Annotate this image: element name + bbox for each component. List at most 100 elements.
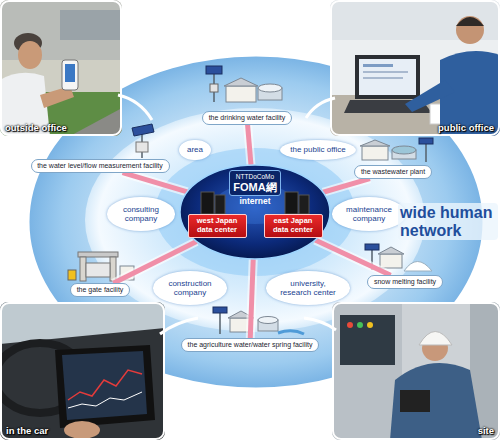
spoke-glow <box>250 259 253 338</box>
arm <box>405 80 455 112</box>
uniform <box>390 363 482 440</box>
partner-oval: university, research center <box>266 271 350 305</box>
node-text: the public office <box>290 145 345 154</box>
node-text: the agriculture water/water spring facil… <box>188 341 313 349</box>
gate-pillar <box>80 257 86 281</box>
data-center-box: east Japan data center <box>264 214 323 237</box>
screen-line <box>363 77 403 79</box>
gate-panel <box>86 263 110 277</box>
indicator <box>367 322 373 328</box>
hair <box>456 17 484 26</box>
network-spoke <box>250 259 253 338</box>
text-group: west Japan data center <box>192 217 242 234</box>
node-text: the drinking water facility <box>209 114 286 122</box>
building <box>380 254 402 268</box>
text-group: consulting company <box>118 205 164 223</box>
device-screen <box>65 64 75 82</box>
network-name: FOMA網 <box>233 181 276 193</box>
spoke-glow <box>248 125 251 165</box>
facility-label: snow melting facility <box>367 275 442 288</box>
spoke-glow <box>315 240 390 275</box>
sensor-box <box>136 142 148 152</box>
building-wall <box>0 0 122 60</box>
photo-caption: public office <box>438 122 494 133</box>
core-ellipse <box>180 165 330 259</box>
helmet <box>419 332 452 346</box>
solar-panel <box>132 124 154 136</box>
text-group: east Japan data center <box>268 217 318 234</box>
control-box <box>210 84 218 92</box>
facility-label: the agriculture water/water spring facil… <box>181 338 319 351</box>
node-text: construction company <box>164 279 216 297</box>
road <box>70 108 122 136</box>
wastewater-icon <box>360 138 433 162</box>
tank-top <box>258 317 278 324</box>
server-rack <box>215 195 225 214</box>
node-text: maintenance company <box>343 205 395 223</box>
core-glow <box>155 148 355 276</box>
site-photo <box>332 302 500 440</box>
laptop-screen <box>359 59 416 95</box>
screen-graph <box>68 370 142 400</box>
partner-oval: maintenance company <box>332 197 406 231</box>
pole <box>219 312 221 334</box>
water-level-icon <box>132 124 154 158</box>
indicator <box>347 322 353 328</box>
carrier-name: NTTDoCoMo <box>233 173 276 180</box>
tablet <box>400 390 430 412</box>
network-heading: wide human network <box>398 203 498 240</box>
partner-oval: consulting company <box>107 197 174 231</box>
gate-beam <box>78 252 118 257</box>
connector-group <box>113 125 390 339</box>
text-group: NTTDoCoMoFOMA網 <box>233 173 276 192</box>
link-swoosh <box>306 98 335 118</box>
text-group: area <box>187 145 203 154</box>
network-core: internetNTTDoCoMoFOMA網west Japan data ce… <box>179 164 331 260</box>
photo-ground <box>332 302 500 440</box>
carrier-logo: NTTDoCoMoFOMA網 <box>229 170 281 195</box>
drinking-water-icon <box>206 66 282 102</box>
network-spoke <box>323 179 370 193</box>
public-office-photo <box>330 0 500 136</box>
tank-top <box>258 84 282 92</box>
gate-motor <box>68 270 76 280</box>
text-group: snow melting facility <box>374 278 436 286</box>
photo-caption: outside office <box>5 122 67 133</box>
screen-line <box>363 64 393 67</box>
building-window <box>60 10 120 40</box>
spoke-glow <box>123 173 188 192</box>
text-group: university, research center <box>278 279 338 297</box>
tank-top <box>392 146 416 154</box>
pole <box>425 142 427 162</box>
node-text: snow melting facility <box>374 278 436 286</box>
text-group: construction company <box>164 279 216 297</box>
spoke-glow <box>323 179 370 193</box>
text-group: the gate facility <box>77 286 124 294</box>
node-text: the gate facility <box>77 286 124 294</box>
car-interior <box>0 302 165 440</box>
photo-frame <box>1 303 164 439</box>
handheld-device <box>62 60 78 90</box>
node-text: the water level/flow measurement facilit… <box>37 162 163 170</box>
in-the-car-photo <box>0 302 165 440</box>
server-rack <box>201 192 214 214</box>
node-text: east Japan data center <box>268 217 318 234</box>
server-rack <box>299 195 309 214</box>
control-panel <box>340 315 395 365</box>
link-swoosh <box>160 318 198 334</box>
node-text: consulting company <box>118 205 164 223</box>
photo-frame <box>333 303 499 439</box>
roof <box>360 140 390 146</box>
hand <box>64 421 100 439</box>
building <box>362 146 388 160</box>
tablet <box>55 345 155 428</box>
roof <box>224 78 258 86</box>
solar-panel <box>365 244 379 250</box>
facility-label: the wastewater plant <box>354 165 431 178</box>
solar-panel <box>213 307 227 313</box>
head <box>456 16 484 44</box>
roof <box>378 247 404 254</box>
snow-mound <box>404 262 432 272</box>
partner-oval: area <box>179 140 210 161</box>
